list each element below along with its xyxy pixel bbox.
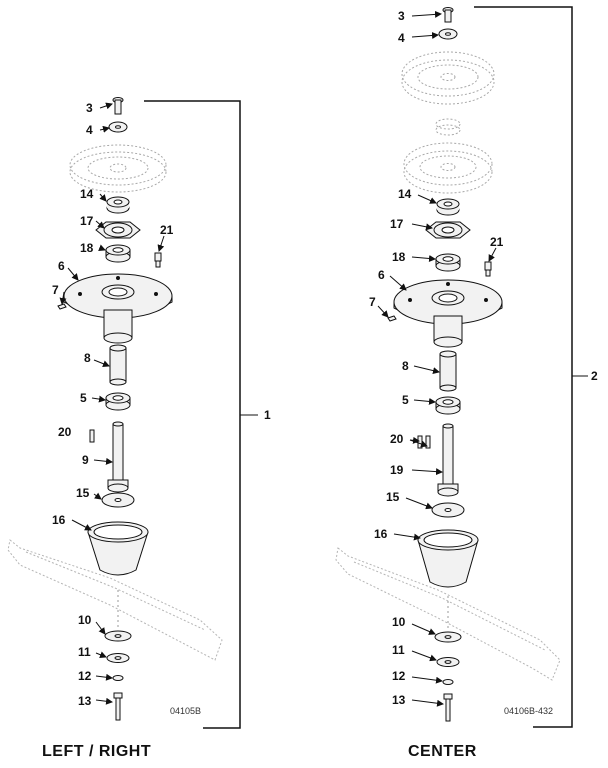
left-part-8-spacer — [109, 344, 127, 386]
center-callout-12: 12 — [392, 669, 406, 683]
center-callout-21: 21 — [490, 235, 504, 249]
left-part-12-lockwasher — [112, 675, 124, 681]
left-part-21-fitting — [154, 252, 162, 268]
left-callout-21: 21 — [160, 223, 174, 237]
center-part-16-cup — [417, 529, 479, 588]
left-part-6-housing — [63, 273, 173, 344]
center-callout-14: 14 — [398, 187, 412, 201]
center-part-11-washer — [436, 657, 460, 667]
left-callout-14: 14 — [80, 187, 94, 201]
left-callout-11: 11 — [78, 645, 91, 659]
left-part-10-washer — [104, 630, 132, 642]
left-callout-15: 15 — [76, 486, 90, 500]
left-part-5-bearing — [105, 392, 131, 411]
left-callout-12: 12 — [78, 669, 92, 683]
left-part-15-shield — [101, 492, 135, 508]
left-right-assembly-title: LEFT / RIGHT — [42, 743, 152, 760]
center-lower-pulley — [403, 142, 493, 194]
left-assembly: 3 4 14 17 18 21 6 7 8 5 20 9 15 16 10 11… — [7, 97, 271, 729]
left-callout-5: 5 — [80, 391, 87, 405]
center-part-10-washer — [434, 631, 462, 643]
center-callout-7: 7 — [369, 295, 376, 309]
left-callout-8: 8 — [84, 351, 91, 365]
center-callout-5: 5 — [402, 393, 409, 407]
left-callout-4: 4 — [86, 123, 93, 137]
left-callout-20: 20 — [58, 425, 72, 439]
left-callout-7: 7 — [52, 283, 59, 297]
center-leader-lines — [377, 10, 497, 707]
center-part-5-bearing — [435, 396, 461, 415]
center-callout-4: 4 — [398, 31, 405, 45]
left-callout-16: 16 — [52, 513, 66, 527]
center-callout-11: 11 — [392, 643, 405, 657]
center-part-14-bearing — [436, 198, 460, 216]
left-blade — [7, 539, 223, 661]
left-drawing-code: 04105B — [170, 706, 201, 716]
center-callout-10: 10 — [392, 615, 406, 629]
left-part-17-flange — [95, 221, 141, 239]
center-assembly-bracket — [474, 6, 573, 728]
center-assembly: 3 4 14 17 18 21 6 7 8 5 20 19 15 16 10 1… — [335, 6, 598, 728]
center-callout-18: 18 — [392, 250, 406, 264]
left-callout-17: 17 — [80, 214, 94, 228]
center-part-7-pin — [387, 315, 397, 322]
left-part-20-key — [89, 429, 95, 443]
center-part-13-bolt — [443, 693, 453, 722]
left-leader-lines — [59, 102, 165, 705]
left-part-11-washer — [106, 653, 130, 663]
center-callout-15: 15 — [386, 490, 400, 504]
center-callout-3: 3 — [398, 9, 405, 23]
center-part-17-flange — [425, 221, 471, 239]
center-part-21-fitting — [484, 261, 492, 277]
center-callout-20: 20 — [390, 432, 404, 446]
left-callout-18: 18 — [80, 241, 94, 255]
left-callout-9: 9 — [82, 453, 89, 467]
center-blade — [335, 547, 561, 681]
left-assembly-bracket — [144, 100, 241, 729]
left-part-14-bearing — [106, 196, 130, 214]
center-part-4-washer — [438, 28, 458, 40]
center-assembly-title: CENTER — [408, 743, 477, 760]
center-callout-19: 19 — [390, 463, 404, 477]
center-callout-6: 6 — [378, 268, 385, 282]
center-drawing-code: 04106B-432 — [504, 706, 553, 716]
center-upper-pulley — [401, 51, 495, 105]
center-part-18-bearing — [435, 253, 461, 272]
left-part-9-spindle — [107, 421, 129, 493]
center-callout-17: 17 — [390, 217, 404, 231]
left-part-7-pin — [57, 303, 67, 310]
left-part-18-bearing — [105, 244, 131, 263]
left-callout-6: 6 — [58, 259, 65, 273]
center-part-19-spindle — [437, 423, 459, 497]
center-part-15-shield — [431, 502, 465, 518]
left-callout-13: 13 — [78, 694, 92, 708]
center-part-12-lockwasher — [442, 679, 454, 685]
center-part-8-spacer — [439, 350, 457, 392]
left-callout-3: 3 — [86, 101, 93, 115]
left-callout-10: 10 — [78, 613, 92, 627]
center-pulley-spacer — [435, 118, 461, 136]
left-part-4-washer — [108, 121, 128, 133]
left-part-13-bolt — [113, 692, 123, 721]
center-callout-8: 8 — [402, 359, 409, 373]
center-part-3-bolt — [442, 7, 454, 23]
center-callout-13: 13 — [392, 693, 406, 707]
left-assembly-number: 1 — [264, 408, 271, 422]
center-assembly-number: 2 — [591, 369, 598, 383]
center-part-6-housing — [393, 279, 503, 348]
left-pulley — [69, 144, 167, 193]
left-part-3-bolt — [112, 97, 124, 115]
left-part-16-cup — [87, 521, 149, 576]
center-callout-16: 16 — [374, 527, 388, 541]
center-part-20-keys — [417, 435, 431, 449]
